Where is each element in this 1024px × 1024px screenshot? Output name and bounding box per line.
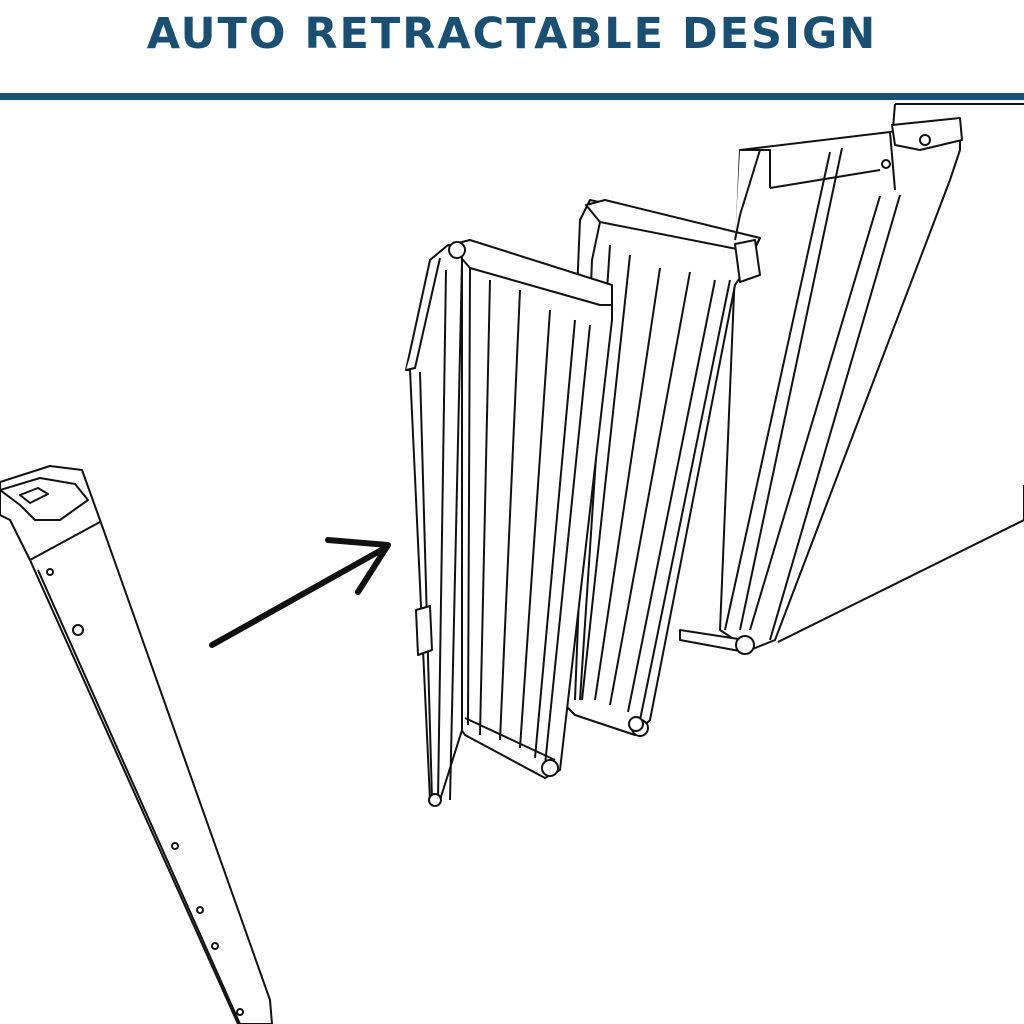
- arrow-right-up-icon: [209, 537, 391, 648]
- wall-post-icon: [0, 465, 273, 1024]
- gate-panel-1: [405, 241, 466, 807]
- page-title: AUTO RETRACTABLE DESIGN: [146, 9, 878, 59]
- header-divider: [0, 93, 1024, 100]
- retractable-gate-drawing: [0, 103, 1024, 1024]
- gate-panel-2: [449, 239, 644, 779]
- gate-panel-4: [679, 117, 963, 655]
- folding-gate-icon: [405, 117, 963, 807]
- header: AUTO RETRACTABLE DESIGN: [0, 0, 1024, 100]
- product-illustration: [0, 100, 1024, 1024]
